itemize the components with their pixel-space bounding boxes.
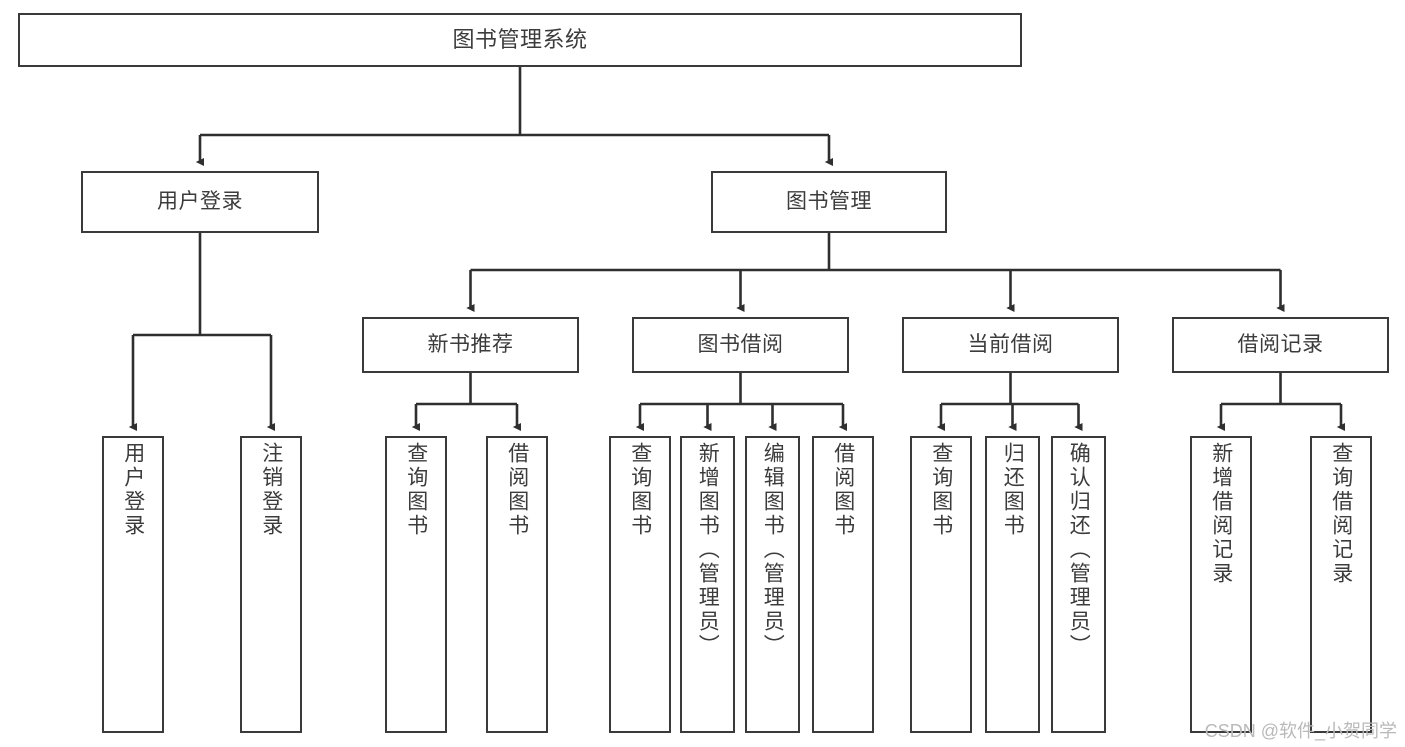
node-label: 当前借阅 — [967, 333, 1054, 357]
node-label: 查询图书 — [628, 442, 652, 538]
node-label: 新增借阅记录 — [1209, 442, 1233, 586]
node-leaf-edit-book-admin[interactable]: 编辑图书（管理员） — [745, 436, 800, 733]
node-label: 查询借阅记录 — [1329, 442, 1353, 586]
node-leaf-query-borrow-record[interactable]: 查询借阅记录 — [1310, 436, 1372, 733]
node-leaf-user-logout[interactable]: 注销登录 — [240, 436, 302, 733]
node-leaf-borrow-book[interactable]: 借阅图书 — [812, 436, 874, 733]
node-label: 借阅图书 — [505, 442, 529, 538]
node-leaf-confirm-return-admin[interactable]: 确认归还（管理员） — [1051, 436, 1106, 733]
node-label: 用户登录 — [121, 442, 145, 538]
node-label: 借阅记录 — [1237, 333, 1324, 357]
node-label: 编辑图书（管理员） — [761, 442, 785, 658]
node-leaf-user-login[interactable]: 用户登录 — [102, 436, 164, 733]
node-label: 用户登录 — [157, 190, 243, 214]
node-root-book-management-system[interactable]: 图书管理系统 — [18, 13, 1022, 67]
node-book-management[interactable]: 图书管理 — [711, 171, 947, 233]
node-label: 图书借阅 — [697, 333, 784, 357]
node-leaf-borrow-book-recommend[interactable]: 借阅图书 — [486, 436, 548, 733]
node-leaf-query-book-current[interactable]: 查询图书 — [910, 436, 972, 733]
node-label: 查询图书 — [929, 442, 953, 538]
node-book-borrow[interactable]: 图书借阅 — [632, 317, 849, 373]
node-new-book-recommend[interactable]: 新书推荐 — [362, 317, 579, 373]
node-leaf-return-book[interactable]: 归还图书 — [985, 436, 1040, 733]
node-label: 新增图书（管理员） — [696, 442, 720, 658]
node-label: 图书管理 — [786, 190, 872, 214]
node-leaf-query-book-borrow[interactable]: 查询图书 — [609, 436, 671, 733]
node-label: 归还图书 — [1001, 442, 1025, 538]
node-label: 查询图书 — [404, 442, 428, 538]
node-leaf-add-borrow-record[interactable]: 新增借阅记录 — [1190, 436, 1252, 733]
node-leaf-query-book-recommend[interactable]: 查询图书 — [385, 436, 447, 733]
node-label: 确认归还（管理员） — [1067, 442, 1091, 658]
node-label: 注销登录 — [259, 442, 283, 538]
node-label: 借阅图书 — [831, 442, 855, 538]
node-leaf-add-book-admin[interactable]: 新增图书（管理员） — [680, 436, 735, 733]
node-label: 图书管理系统 — [452, 26, 588, 52]
node-label: 新书推荐 — [427, 333, 514, 357]
node-current-borrow[interactable]: 当前借阅 — [902, 317, 1119, 373]
node-borrow-record[interactable]: 借阅记录 — [1172, 317, 1389, 373]
node-user-login[interactable]: 用户登录 — [81, 171, 319, 233]
